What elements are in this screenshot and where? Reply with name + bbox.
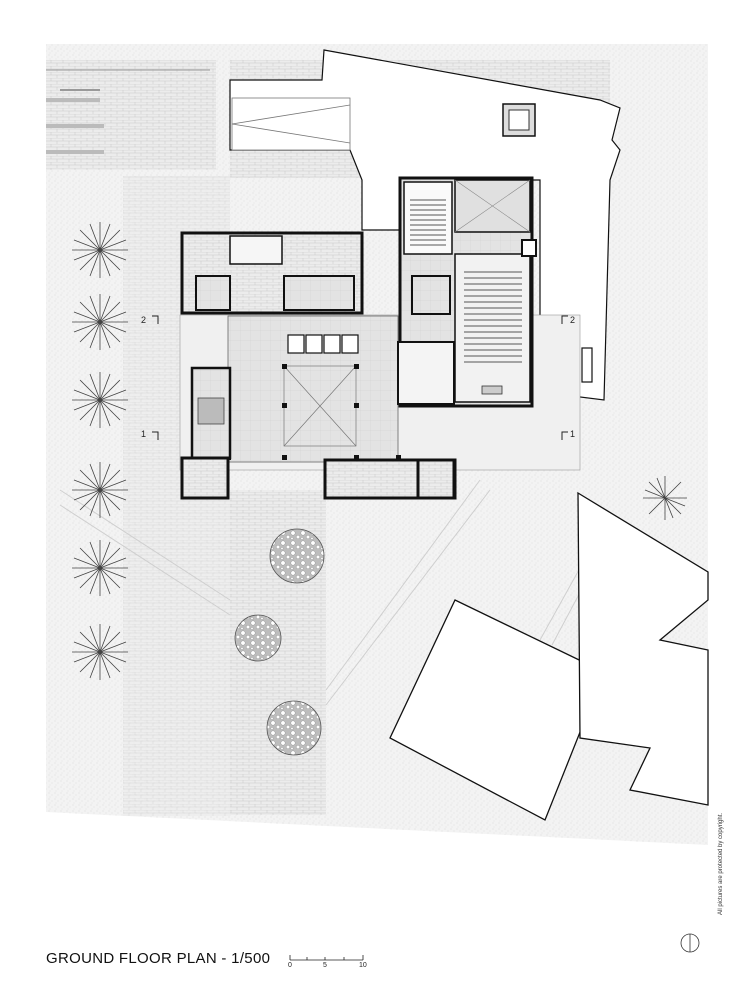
drawing-title: GROUND FLOOR PLAN - 1/500: [46, 950, 271, 967]
trees-left: [72, 222, 687, 680]
section-label-right-lower: 1: [570, 429, 576, 439]
section-label-right-upper: 2: [570, 315, 576, 325]
diagonal-paths: [59, 479, 601, 706]
scale-tick-0: 0: [288, 962, 292, 969]
parking-area: [46, 60, 216, 170]
copyright-notice: All pictures are protected by copyright.: [718, 812, 724, 915]
section-label-left-lower: 1: [141, 429, 147, 439]
north-arrow-icon: [680, 933, 700, 953]
section-label-left-upper: 2: [141, 315, 147, 325]
main-building: [179, 176, 593, 500]
neighbor-building-north: [229, 49, 621, 401]
scale-bar: [289, 955, 364, 961]
round-planters: [234, 528, 325, 756]
scale-tick-5: 5: [323, 962, 327, 969]
section-markers: [152, 315, 568, 440]
neighbor-buildings-south: [389, 491, 709, 821]
scale-tick-10: 10: [359, 962, 367, 969]
